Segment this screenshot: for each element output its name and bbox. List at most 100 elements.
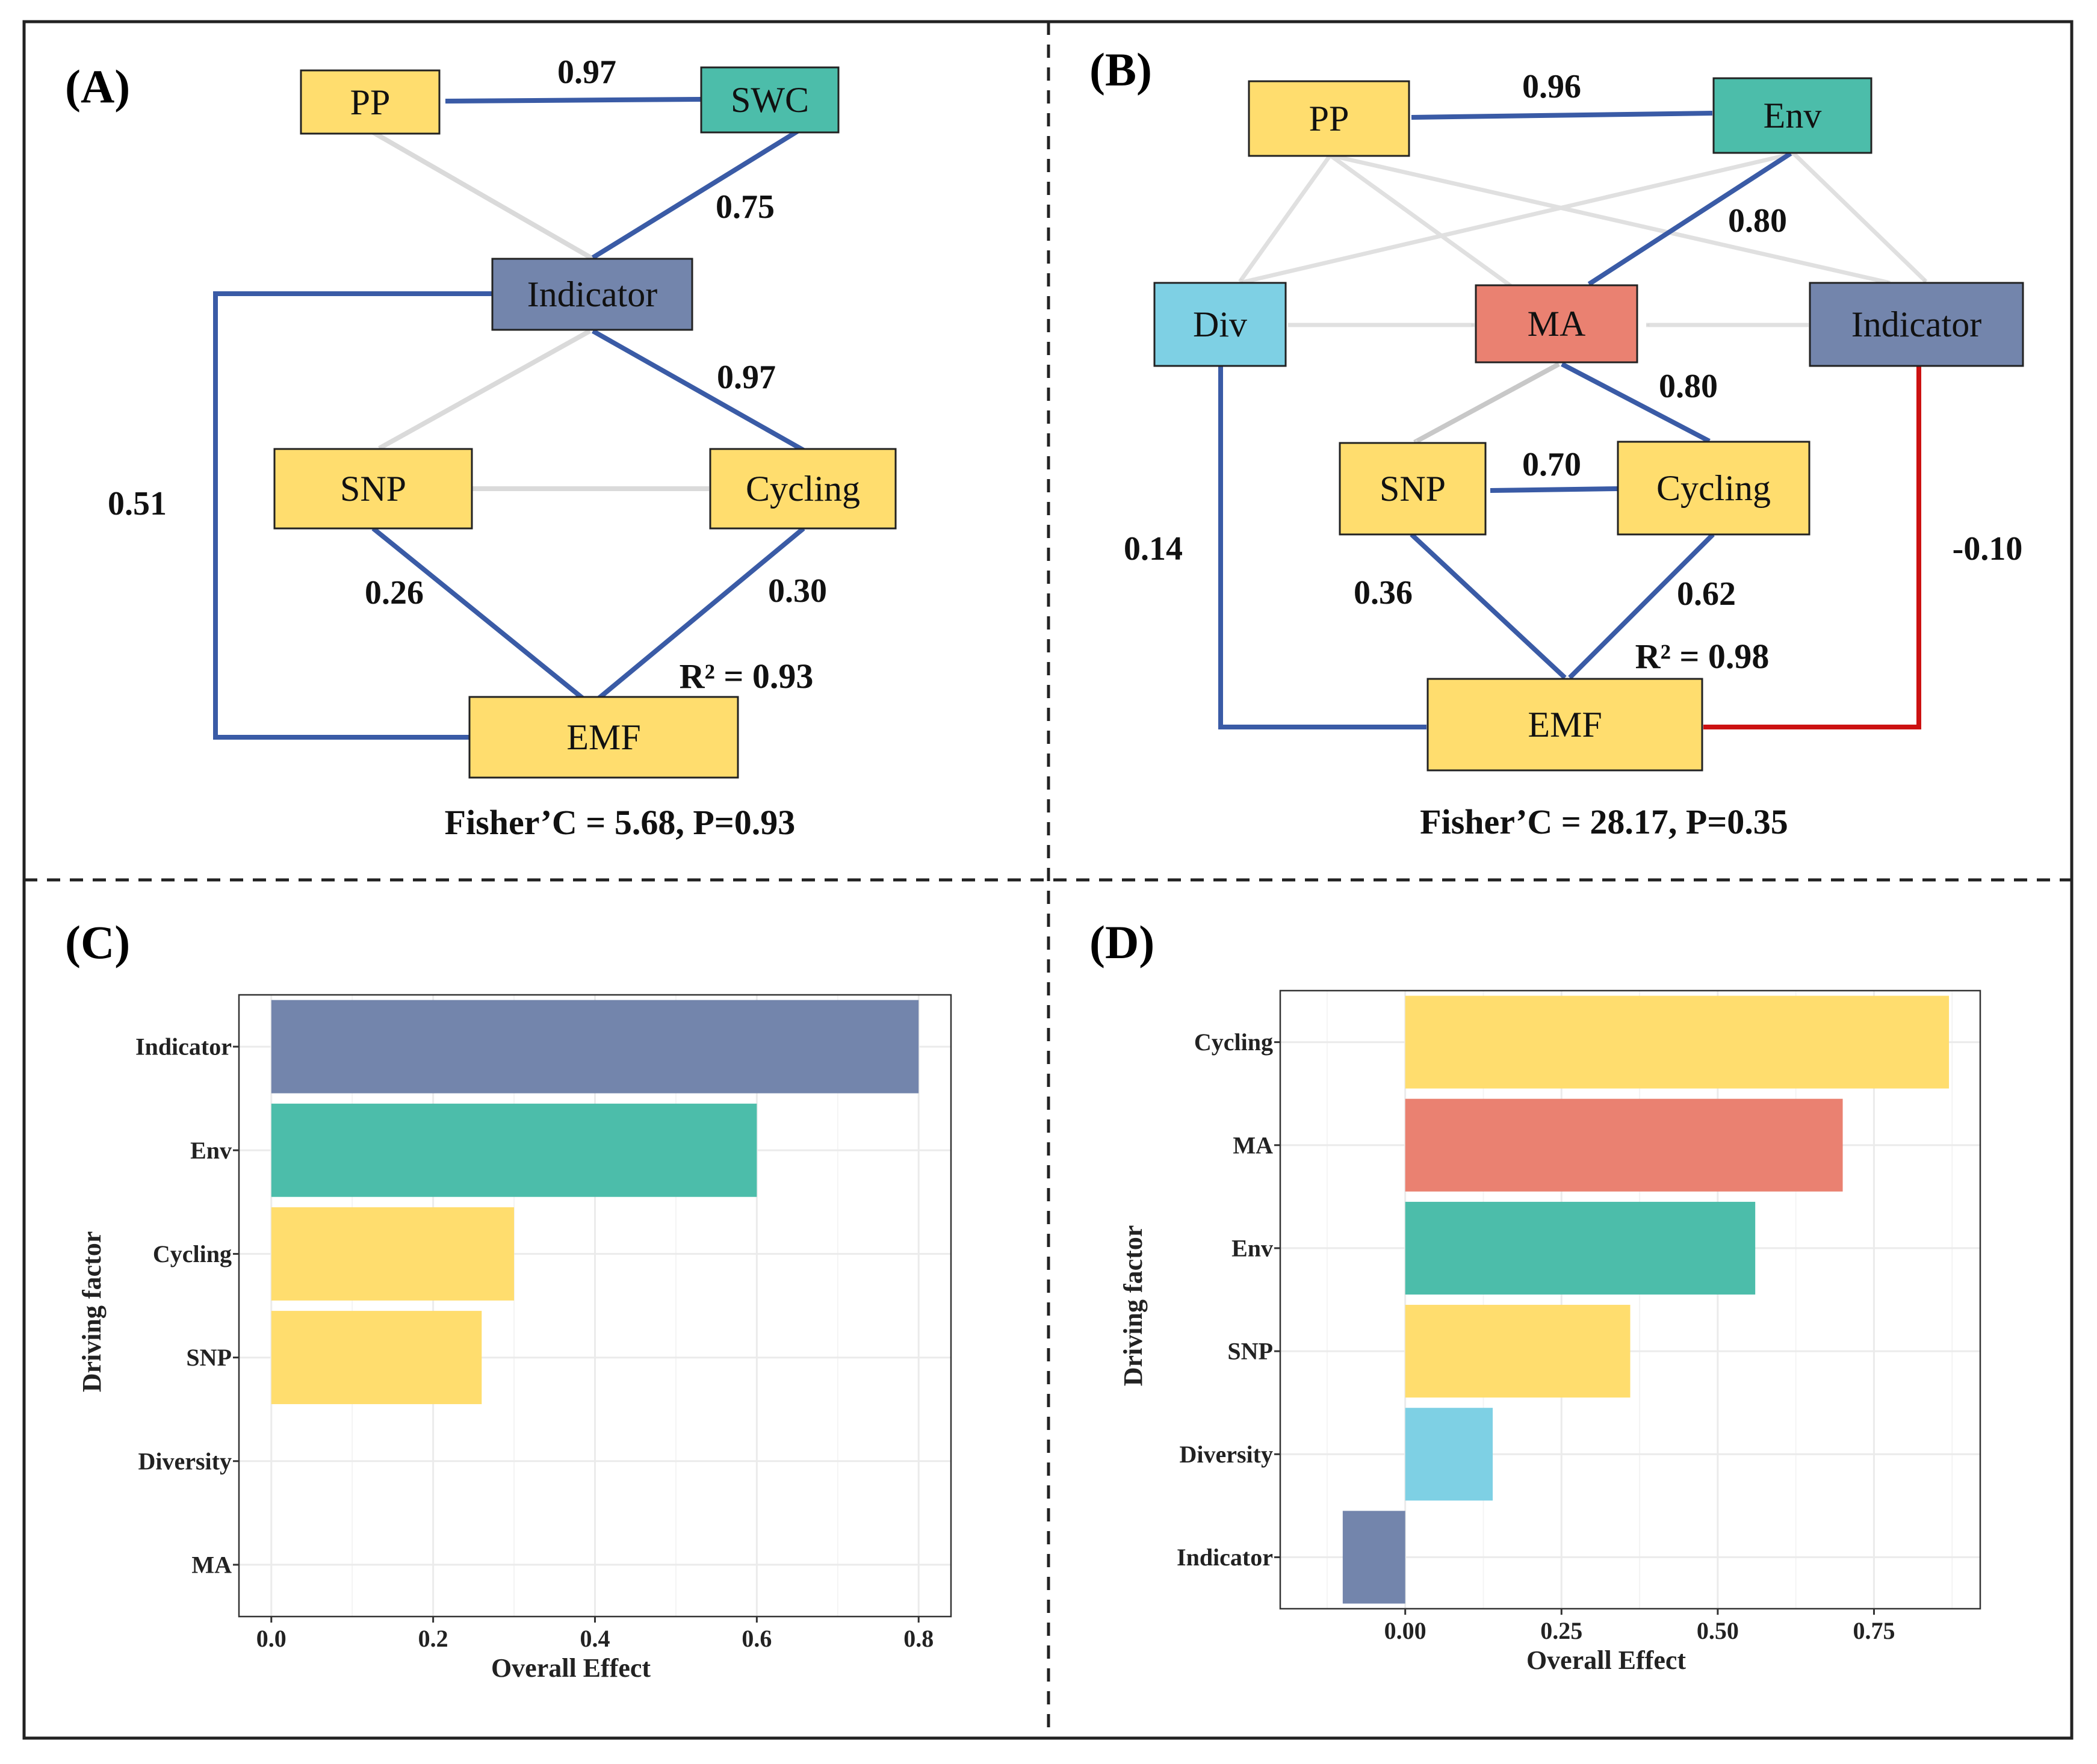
bar-d-snp [1405,1305,1631,1398]
x-tick-label-c: 0.0 [256,1625,287,1652]
path-b-div-emf [1218,366,1427,729]
path-a-pp-indicator [372,130,594,261]
node-b-snp: SNP [1339,442,1487,536]
bar-d-env [1405,1201,1756,1295]
node-b-ma-label: MA [1528,304,1586,344]
node-b-env: Env [1712,77,1872,154]
node-a-snp-label: SNP [340,469,406,509]
plot-area-d [1280,991,1980,1609]
panel-a-tag: (A) [65,60,130,113]
y-tick-label-c-env: Env [190,1137,232,1164]
x-tick-label-d: 0.50 [1697,1617,1739,1644]
node-a-emf: EMF [468,696,739,779]
coef-a-snp-emf: 0.26 [365,574,424,611]
node-a-cycling-label: Cycling [746,469,860,509]
panel-d-tag: (D) [1089,916,1154,968]
node-a-snp: SNP [273,448,473,530]
panel-d: (D) CyclingMAEnvSNPDiversityIndicator0.0… [1089,916,1981,1675]
panel-a: (A) PP SWC Indicator SNP Cy [65,54,897,842]
y-tick-label-c-ma: MA [191,1551,232,1578]
coef-a-swc-pp: 0.97 [557,54,616,91]
path-b-env-ma [1587,151,1792,286]
y-tick-label-d-indicator: Indicator [1177,1544,1273,1571]
y-axis-title-c: Driving factor [77,1231,107,1393]
node-b-indicator-label: Indicator [1851,305,1982,344]
bar-d-indicator [1342,1511,1405,1604]
node-b-cycling-label: Cycling [1656,468,1771,508]
path-b-pp-indicator [1330,153,1891,285]
y-tick-label-c-snp: SNP [186,1344,232,1371]
path-b-pp-ma [1328,153,1513,288]
x-axis-title-c: Overall Effect [491,1653,651,1683]
coef-a-indicator-emf: 0.51 [108,485,167,522]
node-a-pp: PP [300,69,441,135]
node-b-env-label: Env [1764,96,1822,135]
y-tick-label-d-diversity: Diversity [1179,1441,1273,1468]
coef-a-cycling-emf: 0.30 [768,572,827,610]
node-b-cycling: Cycling [1617,441,1810,536]
plot-border-d [1279,989,1981,1610]
coef-b-ma-cycling: 0.80 [1659,368,1718,405]
node-b-div-label: Div [1193,305,1247,344]
y-tick-label-d-env: Env [1231,1234,1273,1261]
coef-a-swc-indicator: 0.75 [716,188,775,226]
node-a-emf-label: EMF [566,717,640,757]
coef-b-div-emf: 0.14 [1124,530,1183,568]
bar-c-snp [271,1311,482,1405]
x-tick-label-d: 0.00 [1384,1617,1426,1644]
node-b-emf-label: EMF [1528,705,1602,744]
x-tick-label-d: 0.25 [1540,1617,1582,1644]
node-a-indicator: Indicator [491,258,693,331]
node-b-pp: PP [1248,80,1410,157]
coef-b-cycling-emf: 0.62 [1677,575,1736,613]
fit-a: Fisher’C = 5.68, P=0.93 [445,803,796,842]
y-tick-label-d-ma: MA [1233,1131,1273,1159]
y-tick-label-d-snp: SNP [1227,1338,1273,1365]
node-a-pp-label: PP [350,82,391,122]
y-tick-label-c-cycling: Cycling [153,1240,232,1267]
path-a-indicator-cycling [592,329,805,453]
path-b-snp-emf [1410,533,1567,679]
coef-b-env-ma: 0.80 [1728,202,1787,240]
x-tick-label-c: 0.6 [742,1625,772,1652]
path-a-snp-emf [371,526,584,701]
node-a-indicator-label: Indicator [527,274,658,314]
coef-b-env-pp: 0.96 [1522,68,1581,105]
path-b-cycling-emf [1568,533,1715,679]
path-a-swc-indicator [591,125,805,260]
y-tick-label-c-diversity: Diversity [138,1447,232,1475]
node-b-indicator: Indicator [1809,282,2024,367]
path-b-pp-div [1238,153,1332,283]
path-b-indicator-emf [1703,366,1921,729]
x-tick-label-c: 0.4 [580,1625,610,1652]
x-axis-title-d: Overall Effect [1526,1645,1686,1675]
path-b-env-indicator [1792,152,1928,283]
node-b-div: Div [1153,282,1287,367]
path-b-env-pp [1411,111,1713,120]
panel-b: (B) PP Env Div [1089,43,2024,841]
y-tick-label-c-indicator: Indicator [135,1033,232,1060]
panel-b-tag: (B) [1089,43,1152,96]
x-tick-label-d: 0.75 [1853,1617,1895,1644]
bar-c-env [271,1103,757,1197]
path-a-cycling-emf [597,526,805,701]
node-b-pp-label: PP [1309,99,1349,138]
node-b-snp-label: SNP [1380,469,1446,509]
bar-c-indicator [271,1000,919,1094]
coef-b-cycling-snp: 0.70 [1522,446,1581,483]
node-b-ma: MA [1475,284,1638,364]
bar-d-ma [1405,1098,1843,1192]
path-a-swc-pp [445,97,702,104]
y-axis-title-d: Driving factor [1118,1225,1148,1387]
bar-d-cycling [1405,995,1950,1089]
path-a-indicator-emf [213,291,492,740]
coef-b-snp-emf: 0.36 [1354,574,1413,611]
node-a-swc-label: SWC [731,80,809,120]
x-tick-label-c: 0.2 [418,1625,448,1652]
path-b-ma-cycling [1561,362,1711,444]
coef-a-indicator-cycling: 0.97 [717,359,776,396]
panel-c-tag: (C) [65,916,130,968]
